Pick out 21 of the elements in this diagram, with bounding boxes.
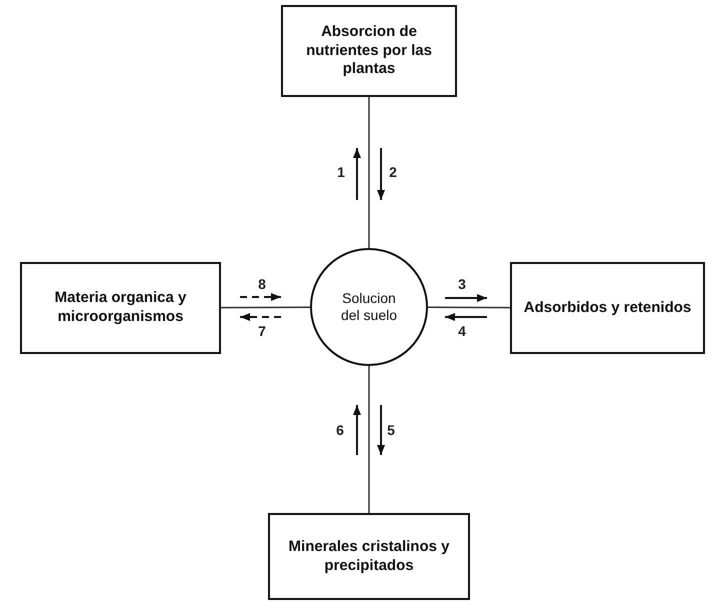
connector-line	[428, 306, 510, 308]
connector-line	[368, 366, 370, 513]
flow-number: 5	[387, 422, 395, 438]
process-box	[281, 5, 457, 97]
node-label: Absorcion de nutrientes por las plantas	[305, 22, 433, 80]
flow-number: 6	[336, 422, 344, 438]
connector-line	[221, 306, 310, 308]
flow-number: 1	[337, 164, 345, 180]
connector-line	[368, 97, 370, 248]
process-box	[268, 513, 470, 600]
process-box	[20, 262, 221, 354]
flow-number: 2	[389, 164, 397, 180]
node-label: Solucion del suelo	[340, 290, 398, 324]
node-label: Adsorbidos y retenidos	[524, 298, 692, 318]
node-label: Materia organica y microorganismos	[54, 289, 188, 327]
flow-number: 7	[258, 323, 266, 339]
flow-number: 8	[258, 276, 266, 292]
flow-number: 3	[458, 276, 466, 292]
process-box	[510, 262, 705, 354]
node-label: Minerales cristalinos y precipitados	[288, 538, 450, 576]
flow-number: 4	[458, 323, 466, 339]
